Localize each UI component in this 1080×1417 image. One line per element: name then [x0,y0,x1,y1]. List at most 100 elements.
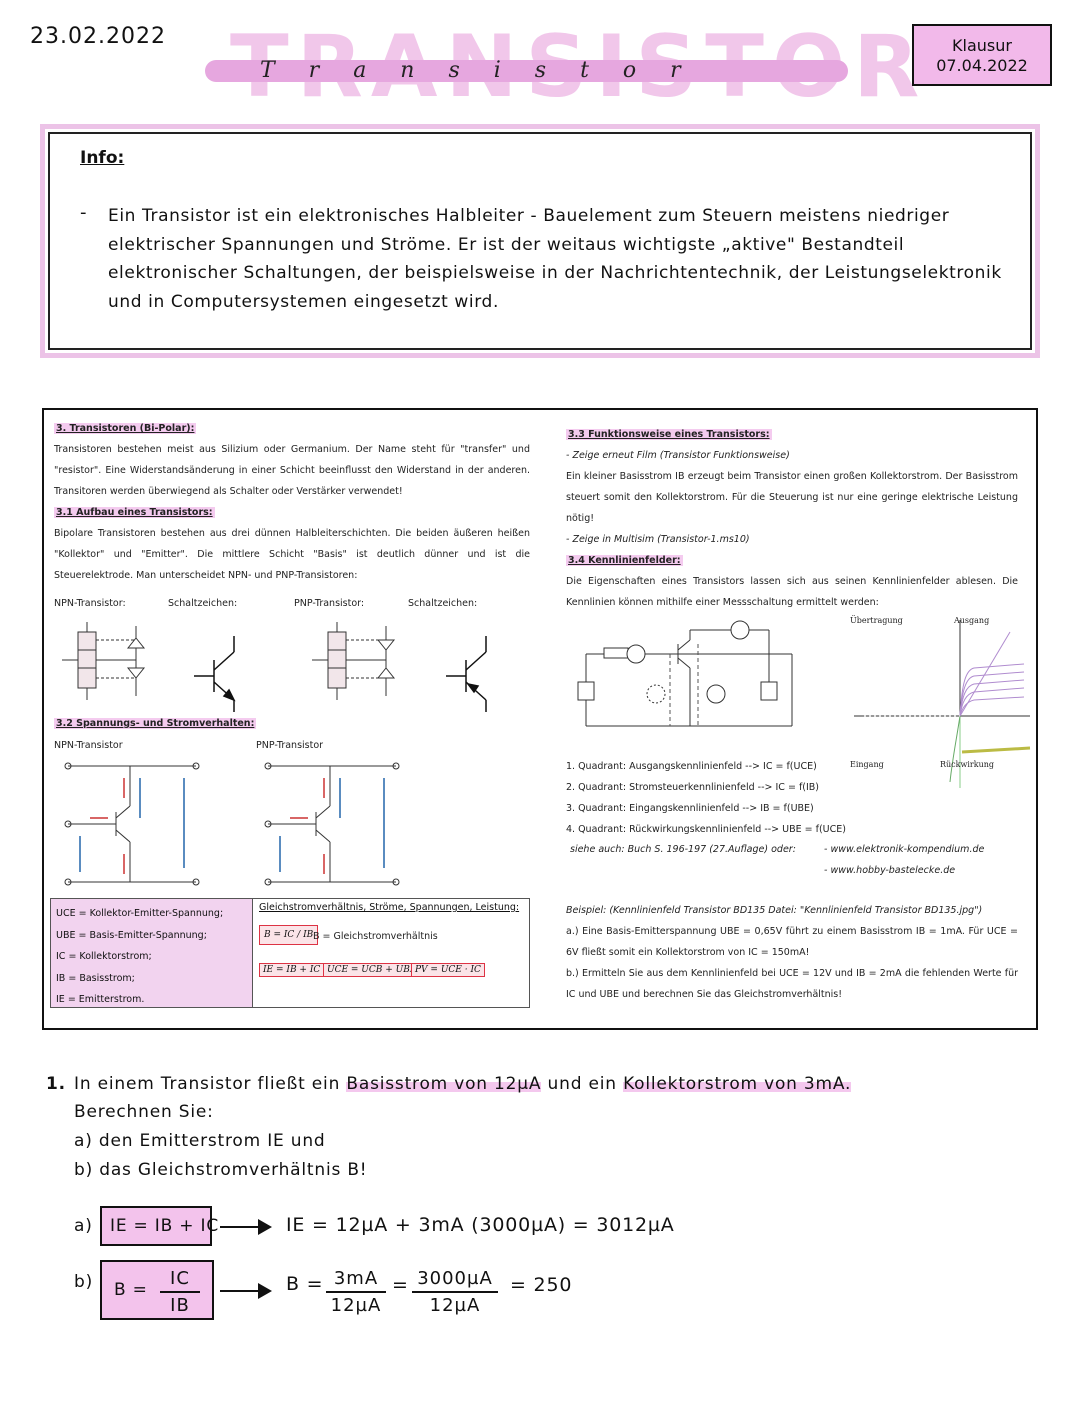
answer-b-formula-box: B = IC IB [100,1260,214,1320]
legend-table: UCE = Kollektor-Emitter-Spannung; UBE = … [50,898,530,1008]
answer-b-formula-fraction: IC IB [160,1268,200,1316]
exam-date: 07.04.2022 [936,56,1028,75]
example-block: Beispiel: (Kennlinienfeld Transistor BD1… [566,900,1018,1005]
exam-date-box: Klausur 07.04.2022 [912,24,1052,86]
answer-b-label: b) [74,1272,94,1292]
info-box: Info: - Ein Transistor ist ein elektroni… [40,124,1040,358]
formula-power: PV = UCE · IC [411,963,485,977]
legend-item: UCE = Kollektor-Emitter-Spannung; [56,908,224,919]
section-3-4-heading: 3.4 Kennlinienfelder: [566,555,683,566]
task-line-3: a) den Emitterstrom IE und [74,1131,326,1151]
section-3-1-heading: 3.1 Aufbau eines Transistors: [54,507,215,518]
section-3-3-text: Ein kleiner Basisstrom IB erzeugt beim T… [566,471,1018,524]
section-3-3-heading: 3.3 Funktionsweise eines Transistors: [566,429,772,440]
textbook-excerpt: 3. Transistoren (Bi-Polar): Transistoren… [42,408,1038,1030]
film-note: - Zeige erneut Film (Transistor Funktion… [566,450,790,461]
npn-circuit [64,762,200,886]
arrow-icon [220,1219,272,1235]
base-current-highlight: Basisstrom von 12µA [346,1074,542,1094]
multisim-note: - Zeige in Multisim (Transistor-1.ms10) [566,534,750,545]
fraction-numerator: 3mA [333,1268,379,1289]
legend-item: IB = Basisstrom; [56,972,135,984]
answer-a-formula-box: IE = IB + IC [100,1206,218,1246]
formula-emitter-current: IE = IB + IC [259,963,325,977]
answer-b-lhs: B = [286,1273,324,1295]
task-line-2: Berechnen Sie: [74,1102,214,1122]
task-text: und ein [547,1074,617,1094]
fraction-numerator: 3000µA [417,1268,493,1289]
arrow-icon [220,1283,272,1299]
legend-item: IC = Kollektorstrom; [56,951,152,962]
info-text: Ein Transistor ist ein elektronisches Ha… [108,206,1002,312]
npn-symbol [194,636,236,712]
quadrant-item: 3. Quadrant: Eingangskennlinienfeld --> … [566,803,814,814]
pnp-symbol-label: Schaltzeichen: [408,598,478,609]
answer-b-formula-lhs: B = [114,1280,148,1300]
exam-label: Klausur [952,36,1012,55]
legend-item: UBE = Basis-Emitter-Spannung; [56,929,207,941]
graph-label-feedback: Rückwirkung [940,760,995,769]
npn-label: NPN-Transistor: [54,598,126,609]
answer-b-result: = 250 [510,1274,573,1296]
ratio-formula: B = IC / IB [259,925,319,945]
title-bar [205,60,848,82]
link-hobby-bastelecke[interactable]: - www.hobby-bastelecke.de [824,865,956,876]
section-3-text: Transistoren bestehen meist aus Silizium… [54,444,530,497]
link-elektronik-kompendium[interactable]: - www.elektronik-kompendium.de [824,844,985,855]
subtitle: Transistor [260,58,715,83]
section-3-4-text: Die Eigenschaften eines Transistors lass… [566,576,1018,608]
voltage-current-circuits [64,762,400,886]
npn-symbol-label: Schaltzeichen: [168,598,238,609]
quadrant-list: 1. Quadrant: Ausgangskennlinienfeld --> … [566,756,866,840]
legend-item: IE = Emitterstrom. [56,994,145,1005]
transistor-structure-diagrams [62,622,487,712]
task-line-4: b) das Gleichstromverhältnis B! [74,1160,368,1180]
task-text: In einem Transistor fließt ein [74,1074,341,1094]
answer-a-result: IE = 12µA + 3mA (3000µA) = 3012µA [286,1214,675,1236]
characteristic-curves [854,620,1031,788]
example-b: b.) Ermitteln Sie aus dem Kennlinienfeld… [566,968,1018,1000]
fraction-denominator: IB [170,1295,190,1316]
example-heading: Beispiel: (Kennlinienfeld Transistor BD1… [566,905,983,916]
example-a: a.) Eine Basis-Emitterspannung UBE = 0,6… [566,926,1018,958]
pnp-label: PNP-Transistor: [294,598,365,609]
fraction-numerator: IC [170,1268,190,1289]
npn-circuit-label: NPN-Transistor [54,740,123,751]
task-line-1: In einem Transistor fließt ein Basisstro… [74,1074,852,1094]
date: 23.02.2022 [30,24,166,49]
answer-a-label: a) [74,1216,93,1236]
formula-voltage: UCE = UCB + UBE [323,963,421,977]
info-heading: Info: [80,148,125,168]
legend-definitions: UCE = Kollektor-Emitter-Spannung; UBE = … [51,899,253,1007]
task-number: 1. [46,1074,66,1094]
quadrant-item: 4. Quadrant: Rückwirkungskennlinienfeld … [566,824,846,835]
graph-label-input: Eingang [850,760,884,769]
section-3-heading: 3. Transistoren (Bi-Polar): [54,423,197,434]
ratio-heading: Gleichstromverhältnis, Ströme, Spannunge… [259,902,520,913]
fraction-denominator: 12µA [330,1295,382,1316]
pnp-circuit-label: PNP-Transistor [256,740,324,751]
see-also: siehe auch: Buch S. 196-197 (27.Auflage)… [570,844,796,855]
right-column: 3.3 Funktionsweise eines Transistors: - … [566,424,1018,613]
graph-label-transfer: Übertragung [850,616,903,625]
pnp-symbol [446,636,487,712]
measurement-circuit [577,620,793,727]
section-3-1-text: Bipolare Transistoren bestehen aus drei … [54,528,530,581]
left-column: 3. Transistoren (Bi-Polar): Transistoren… [54,418,530,586]
info-bullet: - [80,202,87,223]
pnp-structure [312,622,396,700]
npn-structure [62,622,146,700]
collector-current-highlight: Kollektorstrom von 3mA. [623,1074,852,1094]
answer-b-fraction-2: 3000µA 12µA [412,1268,498,1316]
pnp-circuit [264,762,400,886]
answer-b-fraction-1: 3mA 12µA [326,1268,386,1316]
answer-a-formula: IE = IB + IC [110,1216,220,1236]
quadrant-item: 1. Quadrant: Ausgangskennlinienfeld --> … [566,761,817,772]
section-3-2-heading: 3.2 Spannungs- und Stromverhalten: [54,718,257,729]
equals-sign: = [392,1274,409,1296]
legend-formulas: Gleichstromverhältnis, Ströme, Spannunge… [259,902,519,913]
graph-label-output: Ausgang [954,616,990,625]
quadrant-item: 2. Quadrant: Stromsteuerkennlinienfeld -… [566,782,820,793]
fraction-denominator: 12µA [429,1295,481,1316]
ratio-text: B = Gleichstromverhältnis [313,931,438,942]
